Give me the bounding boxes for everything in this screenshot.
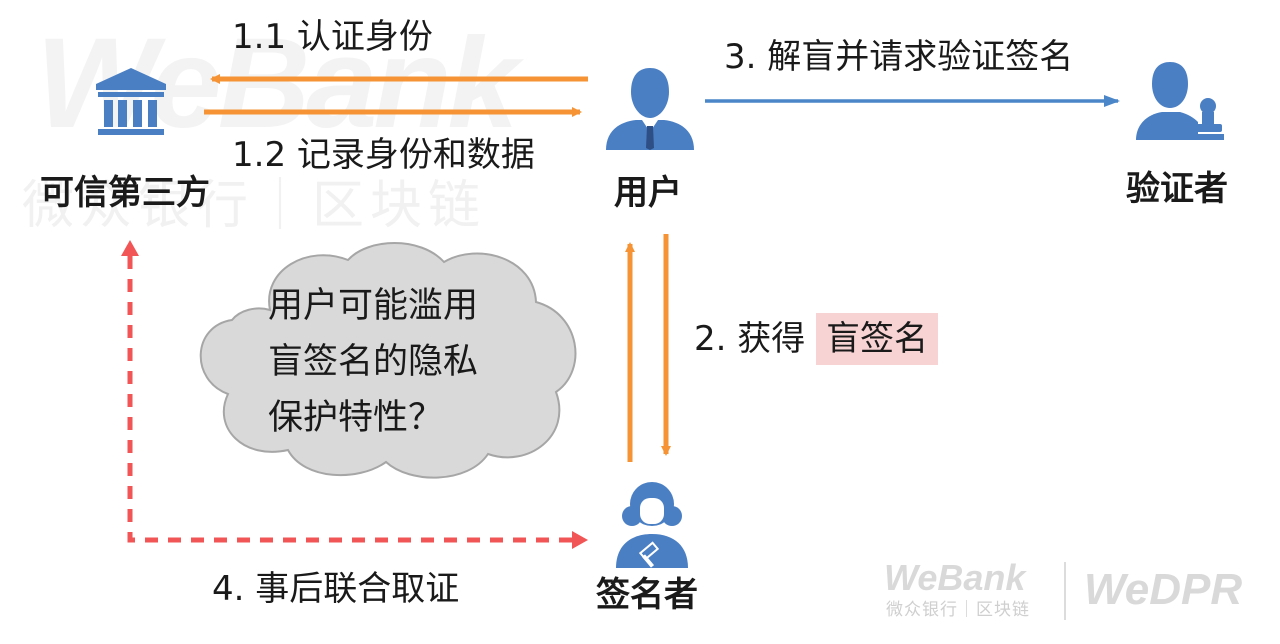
label-authenticate: 1.1 认证身份 [232, 17, 433, 57]
user-icon [606, 68, 694, 150]
label-unblind-verify: 3. 解盲并请求验证签名 [724, 37, 1074, 77]
cloud-line-3: 保护特性？ [268, 398, 444, 438]
label-forensics: 4. 事后联合取证 [212, 569, 460, 609]
signer-icon [616, 482, 688, 568]
actor-user: 用户 [614, 173, 682, 213]
verifier-icon [1136, 62, 1224, 140]
label-obtain: 2. 获得 盲签名 [694, 313, 939, 365]
label-record: 1.2 记录身份和数据 [232, 135, 535, 175]
logo-wedpr: WeDPR [1084, 565, 1243, 614]
arrow-forensics [127, 256, 580, 543]
logo-divider [1064, 562, 1066, 620]
actor-trusted-third-party: 可信第三方 [40, 173, 210, 213]
actor-verifier: 验证者 [1126, 169, 1228, 209]
arrowhead-forensics-right [572, 531, 588, 549]
cloud-line-2: 盲签名的隐私 [268, 342, 479, 382]
label-obtain-prefix: 2. 获得 [694, 319, 806, 359]
arrowhead-forensics-up [121, 240, 139, 256]
bank-icon [96, 68, 166, 135]
cloud-line-1: 用户可能滥用 [268, 286, 479, 326]
thought-cloud [199, 242, 577, 479]
blind-signature-highlight: 盲签名 [816, 313, 939, 365]
actor-signer: 签名者 [596, 575, 698, 615]
watermark-subtitle: 微众银行｜区块链 [22, 176, 487, 236]
logo-webank: WeBank [884, 557, 1026, 598]
logo-webank-subtitle: 微众银行｜区块链 [886, 600, 1030, 620]
